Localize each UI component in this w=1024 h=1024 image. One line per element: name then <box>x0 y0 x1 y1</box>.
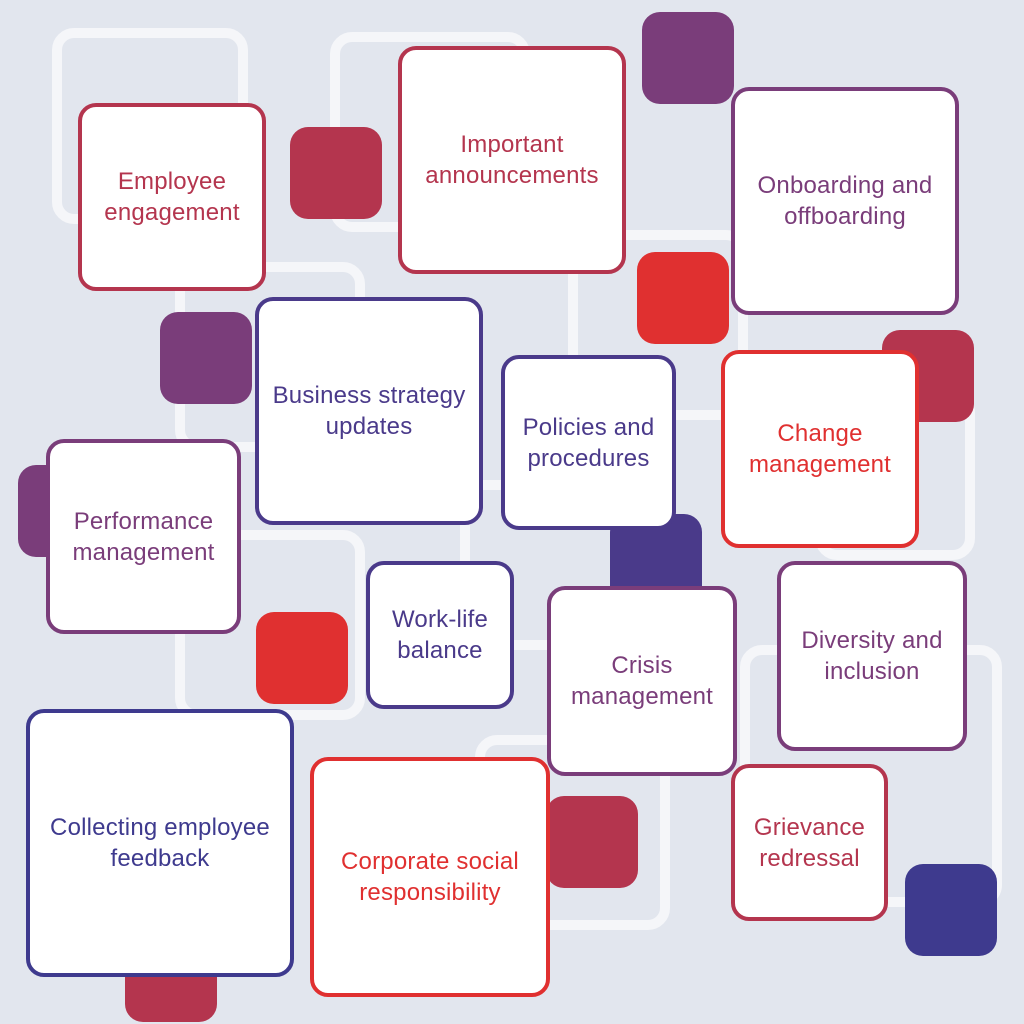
topic-label: Employee engagement <box>104 168 240 226</box>
topic-label: Policies and procedures <box>522 413 655 472</box>
topic-employee-engagement: Employee engagement <box>78 103 266 291</box>
topic-onboarding-offboarding: Onboarding and offboarding <box>731 87 959 315</box>
topic-label: Important announcements <box>425 131 599 189</box>
topic-label: Grievance redressal <box>753 813 866 872</box>
topic-business-strategy-updates: Business strategy updates <box>255 297 483 525</box>
topic-grievance-redressal: Grievance redressal <box>731 764 888 921</box>
topic-label: Change management <box>748 420 892 478</box>
accent-square <box>642 12 734 104</box>
topic-label: Performance management <box>72 507 215 566</box>
topic-work-life-balance: Work-life balance <box>366 561 514 709</box>
topic-diversity-inclusion: Diversity and inclusion <box>777 561 967 751</box>
topic-crisis-management: Crisis management <box>547 586 737 776</box>
accent-square <box>290 127 382 219</box>
accent-square <box>637 252 729 344</box>
topic-label: Diversity and inclusion <box>801 627 943 685</box>
accent-square <box>256 612 348 704</box>
topic-performance-management: Performance management <box>46 439 241 634</box>
topic-label: Business strategy updates <box>272 382 466 440</box>
topic-label: Onboarding and offboarding <box>757 172 933 230</box>
accent-square <box>905 864 997 956</box>
topic-label: Work-life balance <box>391 606 489 664</box>
topic-corporate-social-responsibility: Corporate social responsibility <box>310 757 550 997</box>
topic-label: Corporate social responsibility <box>341 848 519 906</box>
accent-square <box>546 796 638 888</box>
topic-label: Collecting employee feedback <box>50 814 270 872</box>
topic-label: Crisis management <box>570 652 714 710</box>
topic-policies-procedures: Policies and procedures <box>501 355 676 530</box>
topic-collecting-employee-feedback: Collecting employee feedback <box>26 709 294 977</box>
topic-important-announcements: Important announcements <box>398 46 626 274</box>
topic-change-management: Change management <box>721 350 919 548</box>
accent-square <box>160 312 252 404</box>
